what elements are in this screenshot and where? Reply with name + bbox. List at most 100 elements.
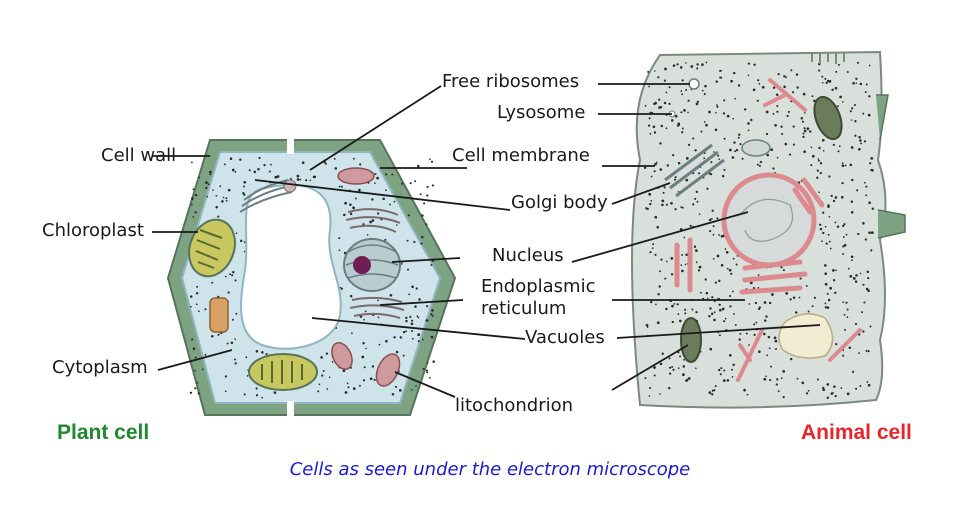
cytoplasm-dot — [349, 203, 352, 206]
cytoplasm-dot — [192, 216, 195, 218]
cytoplasm-dot — [656, 225, 659, 229]
cytoplasm-dot — [665, 127, 668, 130]
cytoplasm-dot — [763, 319, 767, 322]
cytoplasm-dot — [671, 320, 674, 324]
cytoplasm-dot — [417, 340, 420, 343]
cytoplasm-dot — [723, 137, 726, 140]
cytoplasm-dot — [417, 316, 420, 319]
cytoplasm-dot — [776, 378, 779, 381]
cytoplasm-dot — [432, 360, 435, 363]
cytoplasm-dot — [648, 395, 651, 397]
cytoplasm-dot — [805, 392, 809, 395]
cytoplasm-dot — [411, 319, 414, 322]
cytoplasm-dot — [242, 192, 245, 195]
cytoplasm-dot — [718, 158, 721, 161]
cytoplasm-dot — [855, 387, 858, 390]
cytoplasm-dot — [865, 194, 868, 197]
cytoplasm-dot — [790, 357, 793, 361]
cytoplasm-dot — [227, 291, 230, 294]
cytoplasm-dot — [245, 356, 248, 359]
cytoplasm-dot — [195, 303, 198, 306]
cytoplasm-dot — [747, 62, 751, 65]
cytoplasm-dot — [749, 281, 753, 285]
cytoplasm-dot — [722, 379, 726, 382]
cytoplasm-dot — [748, 344, 750, 346]
cytoplasm-dot — [333, 157, 336, 160]
cytoplasm-dot — [849, 163, 853, 167]
cytoplasm-dot — [845, 233, 848, 236]
cytoplasm-dot — [845, 301, 848, 304]
label-cytoplasm: Cytoplasm — [52, 357, 148, 378]
cytoplasm-dot — [261, 396, 263, 399]
cytoplasm-dot — [777, 72, 780, 76]
cytoplasm-dot — [828, 215, 831, 218]
cytoplasm-dot — [713, 311, 716, 314]
cytoplasm-dot — [737, 84, 741, 87]
cytoplasm-dot — [374, 172, 377, 176]
cytoplasm-dot — [224, 375, 228, 378]
cytoplasm-dot — [687, 111, 689, 114]
cytoplasm-dot — [756, 163, 759, 166]
cytoplasm-dot — [670, 201, 673, 205]
cytoplasm-dot — [732, 257, 735, 260]
cytoplasm-dot — [385, 173, 388, 176]
cytoplasm-dot — [426, 371, 429, 374]
cytoplasm-dot — [692, 203, 695, 206]
cytoplasm-dot — [828, 240, 831, 243]
cytoplasm-dot — [732, 117, 735, 120]
cytoplasm-dot — [414, 180, 417, 183]
cytoplasm-dot — [833, 385, 836, 388]
cytoplasm-dot — [858, 352, 860, 354]
cytoplasm-dot — [696, 67, 699, 70]
cytoplasm-dot — [243, 180, 247, 184]
cytoplasm-dot — [735, 263, 738, 266]
cytoplasm-dot — [362, 379, 366, 382]
cytoplasm-dot — [711, 296, 714, 299]
cytoplasm-dot — [207, 183, 210, 186]
cytoplasm-dot — [401, 182, 404, 185]
cytoplasm-dot — [834, 221, 837, 224]
cytoplasm-dot — [719, 373, 722, 376]
cytoplasm-dot — [410, 389, 413, 391]
cytoplasm-dot — [681, 253, 684, 256]
cytoplasm-dot — [849, 110, 852, 113]
cytoplasm-dot — [230, 341, 234, 345]
cytoplasm-dot — [826, 292, 829, 295]
cytoplasm-dot — [677, 367, 680, 369]
cytoplasm-dot — [802, 92, 806, 96]
cytoplasm-dot — [198, 176, 201, 179]
cytoplasm-dot — [322, 370, 325, 372]
cytoplasm-dot — [430, 335, 434, 339]
cytoplasm-dot — [695, 102, 699, 106]
cytoplasm-dot — [425, 223, 428, 226]
cytoplasm-dot — [698, 265, 702, 269]
cytoplasm-dot — [852, 277, 856, 280]
cytoplasm-dot — [346, 382, 349, 385]
cytoplasm-dot — [794, 311, 798, 314]
cytoplasm-dot — [843, 223, 846, 226]
cytoplasm-dot — [816, 176, 819, 179]
cytoplasm-dot — [224, 275, 227, 278]
plant-mitochondria — [331, 167, 401, 387]
cytoplasm-dot — [206, 195, 209, 198]
cytoplasm-dot — [343, 213, 346, 217]
cytoplasm-dot — [850, 146, 854, 149]
cytoplasm-dot — [802, 135, 805, 139]
cytoplasm-dot — [726, 267, 729, 270]
cytoplasm-dot — [431, 184, 434, 187]
cytoplasm-dot — [780, 377, 783, 379]
cytoplasm-dot — [750, 118, 753, 122]
cytoplasm-dot — [709, 307, 712, 310]
cytoplasm-dot — [430, 313, 433, 316]
cytoplasm-dot — [666, 260, 668, 263]
cytoplasm-dot — [772, 167, 775, 170]
cytoplasm-dot — [765, 375, 767, 378]
cytoplasm-dot — [243, 241, 246, 243]
cytoplasm-dot — [408, 293, 410, 296]
cytoplasm-dot — [713, 389, 716, 392]
animal-er-branches — [736, 78, 862, 382]
cytoplasm-dot — [792, 125, 795, 128]
cytoplasm-dot — [728, 268, 732, 272]
